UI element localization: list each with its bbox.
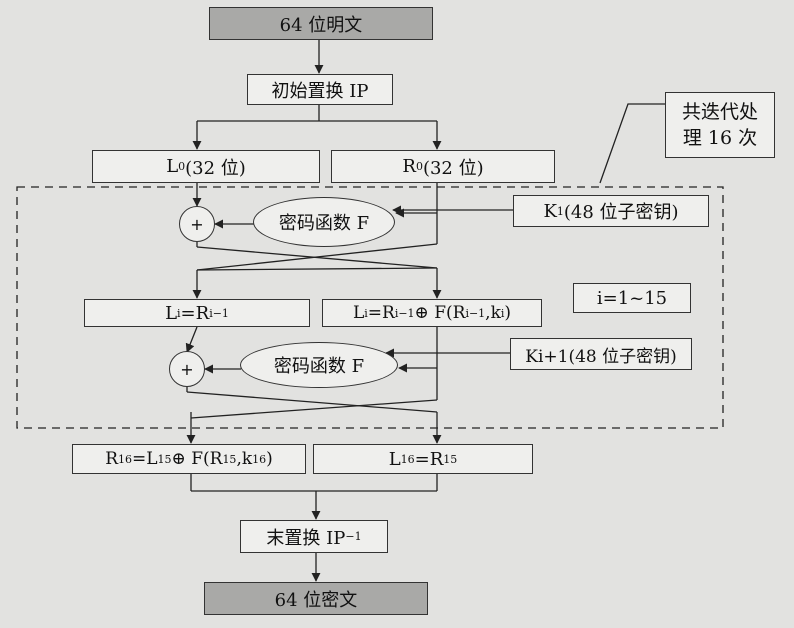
li-right-op: ⊕ F(R	[414, 303, 466, 323]
arrow-li-to-xor2	[185, 326, 198, 353]
l0-base: L	[166, 156, 179, 177]
k1-sub: 1	[556, 204, 564, 218]
l16-sub2: 15	[443, 452, 458, 466]
r16-sub2: 15	[157, 452, 172, 466]
iteration-range-box: i=1~15	[573, 283, 691, 313]
line-swap1-hbar	[196, 267, 438, 271]
note-pointer-line	[599, 103, 665, 184]
xor-circle-1: +	[179, 206, 215, 242]
subkey-ki1-box: Ki+1(48 位子密钥)	[510, 338, 692, 370]
r16-sub3: 15	[222, 452, 237, 466]
final-permutation-box: 末置换 IP−1	[240, 520, 388, 553]
r0-base: R	[402, 156, 416, 177]
final-perm-sup: −1	[345, 530, 362, 543]
r16-base1: R	[105, 449, 118, 469]
li-left-mid: =R	[180, 302, 210, 324]
initial-permutation-box: 初始置换 IP	[247, 74, 393, 105]
cipher-function-f-1: 密码函数 F	[253, 197, 395, 247]
rounds-note-line2: 理 16 次	[682, 127, 758, 149]
iteration-dashed-region	[16, 186, 724, 429]
r16-sep: ,k	[236, 449, 253, 469]
r16-mid: =L	[132, 449, 158, 469]
rounds-note-line1: 共迭代处	[681, 101, 758, 123]
li-right-sub2: i−1	[394, 306, 415, 320]
li-right-base1: L	[352, 303, 365, 323]
k1-rest: (48 位子密钥)	[563, 202, 679, 223]
li-left-base1: L	[165, 302, 178, 324]
li-right-sub3: i−1	[465, 306, 486, 320]
r16-end: )	[266, 449, 273, 469]
plaintext-box: 64 位明文	[209, 7, 433, 40]
li-right-sub1: i	[364, 306, 368, 320]
rounds-note-box: 共迭代处 理 16 次	[665, 92, 775, 158]
l16-sub1: 16	[400, 452, 415, 466]
r0-rest: (32 位)	[422, 157, 484, 179]
r16-sub4: 16	[252, 452, 267, 466]
l16-base1: L	[388, 448, 401, 470]
line-swap2-diag-a	[186, 391, 438, 413]
r16-sub1: 16	[118, 452, 132, 466]
r16-op: ⊕ F(R	[171, 449, 223, 469]
li-right-end: )	[504, 303, 512, 323]
xor-circle-2: +	[169, 351, 205, 387]
l0-rest: (32 位)	[185, 157, 246, 179]
final-perm-text: 末置换 IP	[266, 527, 346, 549]
ciphertext-box: 64 位密文	[204, 582, 428, 615]
l0-sub: 0	[178, 160, 186, 173]
li-right-sep: ,k	[485, 303, 501, 323]
li-left-sub1: i	[177, 306, 181, 320]
k1-base: K	[543, 200, 557, 222]
l16-mid: =R	[414, 448, 444, 470]
cipher-function-f-2: 密码函数 F	[240, 342, 398, 388]
line-swap2-diag-b	[190, 399, 438, 419]
li-right-sub4: i	[500, 306, 505, 320]
li-left-sub2: i−1	[209, 306, 229, 320]
li-right-mid: =R	[367, 303, 395, 323]
r0-sub: 0	[415, 160, 423, 173]
line-swap1-left-to-right	[196, 246, 438, 269]
